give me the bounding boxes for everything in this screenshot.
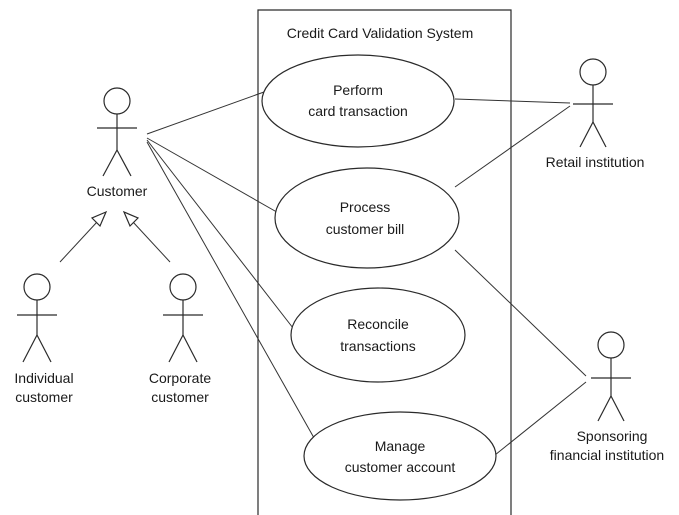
association-lines [146, 91, 587, 456]
actor-corporate-figure [163, 273, 203, 363]
actor-retail-institution: Retail institution [546, 58, 645, 170]
actor-customer-figure [97, 87, 137, 177]
actor-retail-label: Retail institution [546, 154, 645, 170]
assoc-customer-perform [146, 91, 265, 135]
assoc-customer-process [146, 137, 283, 216]
assoc-customer-manage [146, 141, 319, 446]
use-case-perform-line2: card transaction [308, 103, 408, 119]
system-boundary: Credit Card Validation System [257, 9, 512, 515]
use-case-process-line1: Process [340, 199, 391, 215]
use-case-process-line2: customer bill [326, 221, 405, 237]
actor-individual-figure [17, 273, 57, 363]
actor-sponsoring-figure [591, 331, 631, 422]
actor-sponsoring-financial-institution: Sponsoring financial institution [550, 331, 664, 463]
assoc-customer-reconcile [146, 139, 301, 338]
assoc-process-sponsoring [454, 249, 587, 377]
use-case-reconcile-line2: transactions [340, 338, 415, 354]
actor-corporate-customer: Corporate customer [149, 273, 211, 405]
assoc-perform-retail [454, 98, 571, 104]
use-case-perform: Perform card transaction [261, 54, 455, 148]
use-case-manage-line1: Manage [375, 438, 426, 454]
actor-customer: Customer [87, 87, 148, 199]
assoc-process-retail [454, 105, 571, 188]
assoc-manage-sponsoring [494, 381, 587, 456]
generalization-corporate-line [132, 221, 171, 263]
actor-individual-label-line1: Individual [14, 370, 73, 386]
actor-sponsoring-label-line1: Sponsoring [577, 428, 648, 444]
actor-individual-label-line2: customer [15, 389, 73, 405]
use-case-perform-line1: Perform [333, 82, 383, 98]
generalization-arrows [59, 210, 171, 263]
use-case-process: Process customer bill [274, 167, 460, 269]
actor-corporate-label-line1: Corporate [149, 370, 211, 386]
system-title: Credit Card Validation System [287, 25, 473, 41]
generalization-corporate-arrowhead [122, 210, 140, 228]
actor-customer-label: Customer [87, 183, 148, 199]
actor-individual-customer: Individual customer [14, 273, 74, 405]
generalization-individual-line [59, 221, 98, 263]
use-case-manage: Manage customer account [303, 411, 497, 501]
use-case-manage-line2: customer account [345, 459, 456, 475]
actor-sponsoring-label-line2: financial institution [550, 447, 664, 463]
use-case-reconcile-line1: Reconcile [347, 316, 409, 332]
actor-retail-figure [573, 58, 613, 148]
generalization-individual-arrowhead [90, 210, 108, 228]
use-case-reconcile: Reconcile transactions [290, 287, 466, 383]
actor-corporate-label-line2: customer [151, 389, 209, 405]
